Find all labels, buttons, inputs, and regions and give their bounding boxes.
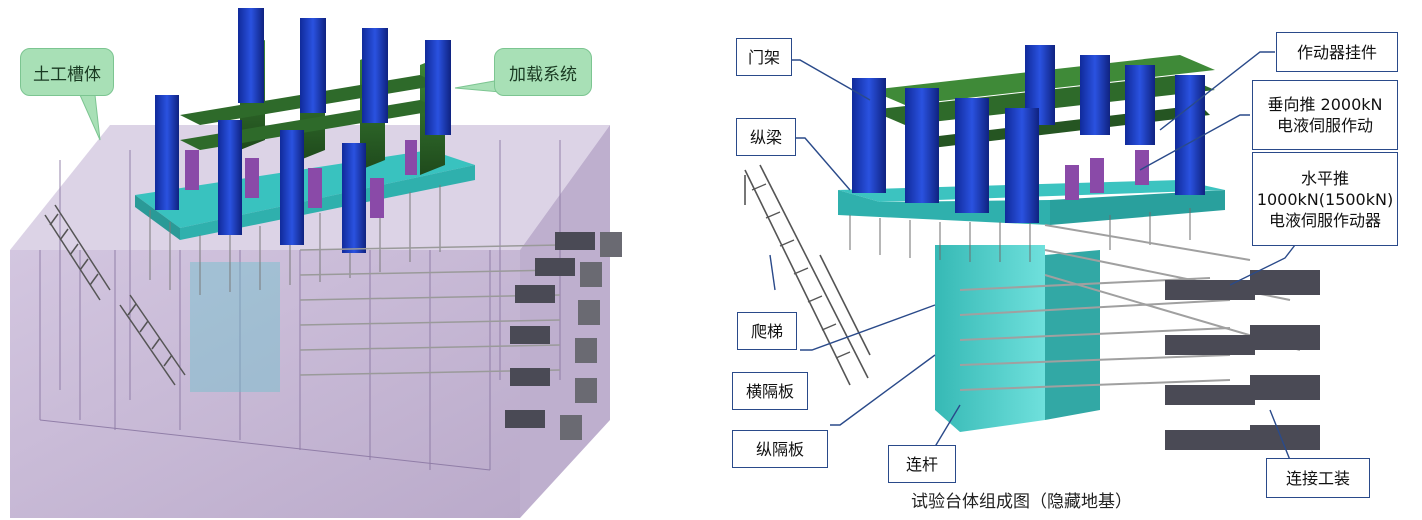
leader-lines [769,51,1300,461]
loading-system-label: 加载系统 [509,64,577,85]
ladder-label: 爬梯 [750,321,783,341]
horizontal-actuator-label: 水平推 1000kN(1500kN) 电液伺服作动器 [1256,168,1394,230]
left-gantry-columns [155,8,451,253]
longitudinal-beam-label-box: 纵梁 [736,118,796,156]
actuator-mount-label-box: 作动器挂件 [1276,32,1398,72]
connecting-rod-label-box: 连杆 [888,445,956,483]
longitudinal-diaphragm-label-box: 纵隔板 [732,430,828,468]
figure-caption: 试验台体组成图（隐藏地基） [911,492,1132,512]
right-vertical-actuators [1065,150,1149,200]
longitudinal-beam-label: 纵梁 [749,127,782,147]
connection-fixture-label-box: 连接工装 [1266,458,1370,498]
right-ladder [744,164,871,386]
actuator-mount-label: 作动器挂件 [1296,42,1377,62]
longitudinal-diaphragm-label: 纵隔板 [755,439,804,459]
left-actuators [185,140,417,218]
right-gantry-columns [852,45,1205,223]
left-ladder-2 [119,294,186,386]
connection-fixture-label: 连接工装 [1285,468,1350,488]
right-figure [744,45,1320,461]
left-fixtures [505,232,622,440]
right-connection-fixtures [1165,270,1320,450]
soil-tank-callout: 土工槽体 [20,48,114,96]
ladder-label-box: 爬梯 [737,312,797,350]
transverse-diaphragm-label-box: 横隔板 [732,372,808,410]
vertical-actuator-label-box: 垂向推 2000kN 电液伺服作动 [1252,80,1398,150]
soil-tank-callout-tail [79,94,101,141]
loading-system-callout: 加载系统 [494,48,592,96]
vertical-actuator-label: 垂向推 2000kN 电液伺服作动 [1267,95,1383,135]
horizontal-actuator-label-box: 水平推 1000kN(1500kN) 电液伺服作动器 [1252,152,1398,246]
transverse-diaphragm-label: 横隔板 [745,381,794,401]
left-ladder-1 [44,204,111,301]
gantry-label-box: 门架 [736,38,792,76]
soil-tank-label: 土工槽体 [33,64,101,85]
left-figure [10,8,622,518]
connecting-rod-label: 连杆 [905,454,938,474]
gantry-label: 门架 [747,47,780,67]
diaphragm-wall [935,245,1100,432]
